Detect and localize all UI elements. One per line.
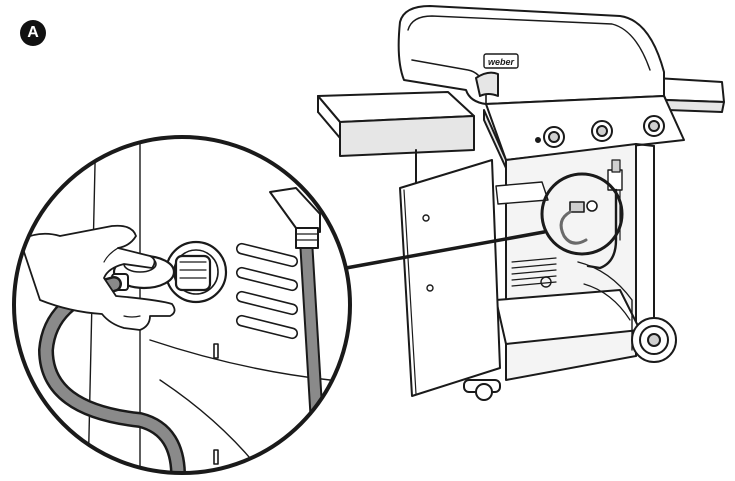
burner-knob-left[interactable] (535, 126, 565, 148)
callout-target-circle (540, 172, 624, 256)
vent-slots (213, 242, 299, 465)
valve-fitting (269, 187, 321, 249)
cart-frame (415, 143, 655, 393)
burner-knob-right[interactable] (643, 115, 665, 137)
regulator-small (559, 200, 598, 245)
left-side-table (317, 91, 475, 157)
lid-logo: weber (488, 57, 515, 67)
lid-logo-plate (483, 53, 519, 69)
callout-leader-line (344, 230, 546, 270)
grease-tray-vents (511, 257, 557, 287)
right-side-table (655, 77, 725, 113)
cabinet-door[interactable] (399, 159, 501, 397)
magnifier-callout (12, 135, 352, 475)
caster-left (463, 379, 501, 401)
step-badge: A (20, 20, 46, 46)
grill-illustration: weber (317, 5, 725, 401)
hand-icon (19, 224, 176, 331)
wheel-right (631, 317, 677, 363)
grill-lid: weber (397, 5, 665, 105)
burner-knob-center[interactable] (591, 120, 613, 142)
